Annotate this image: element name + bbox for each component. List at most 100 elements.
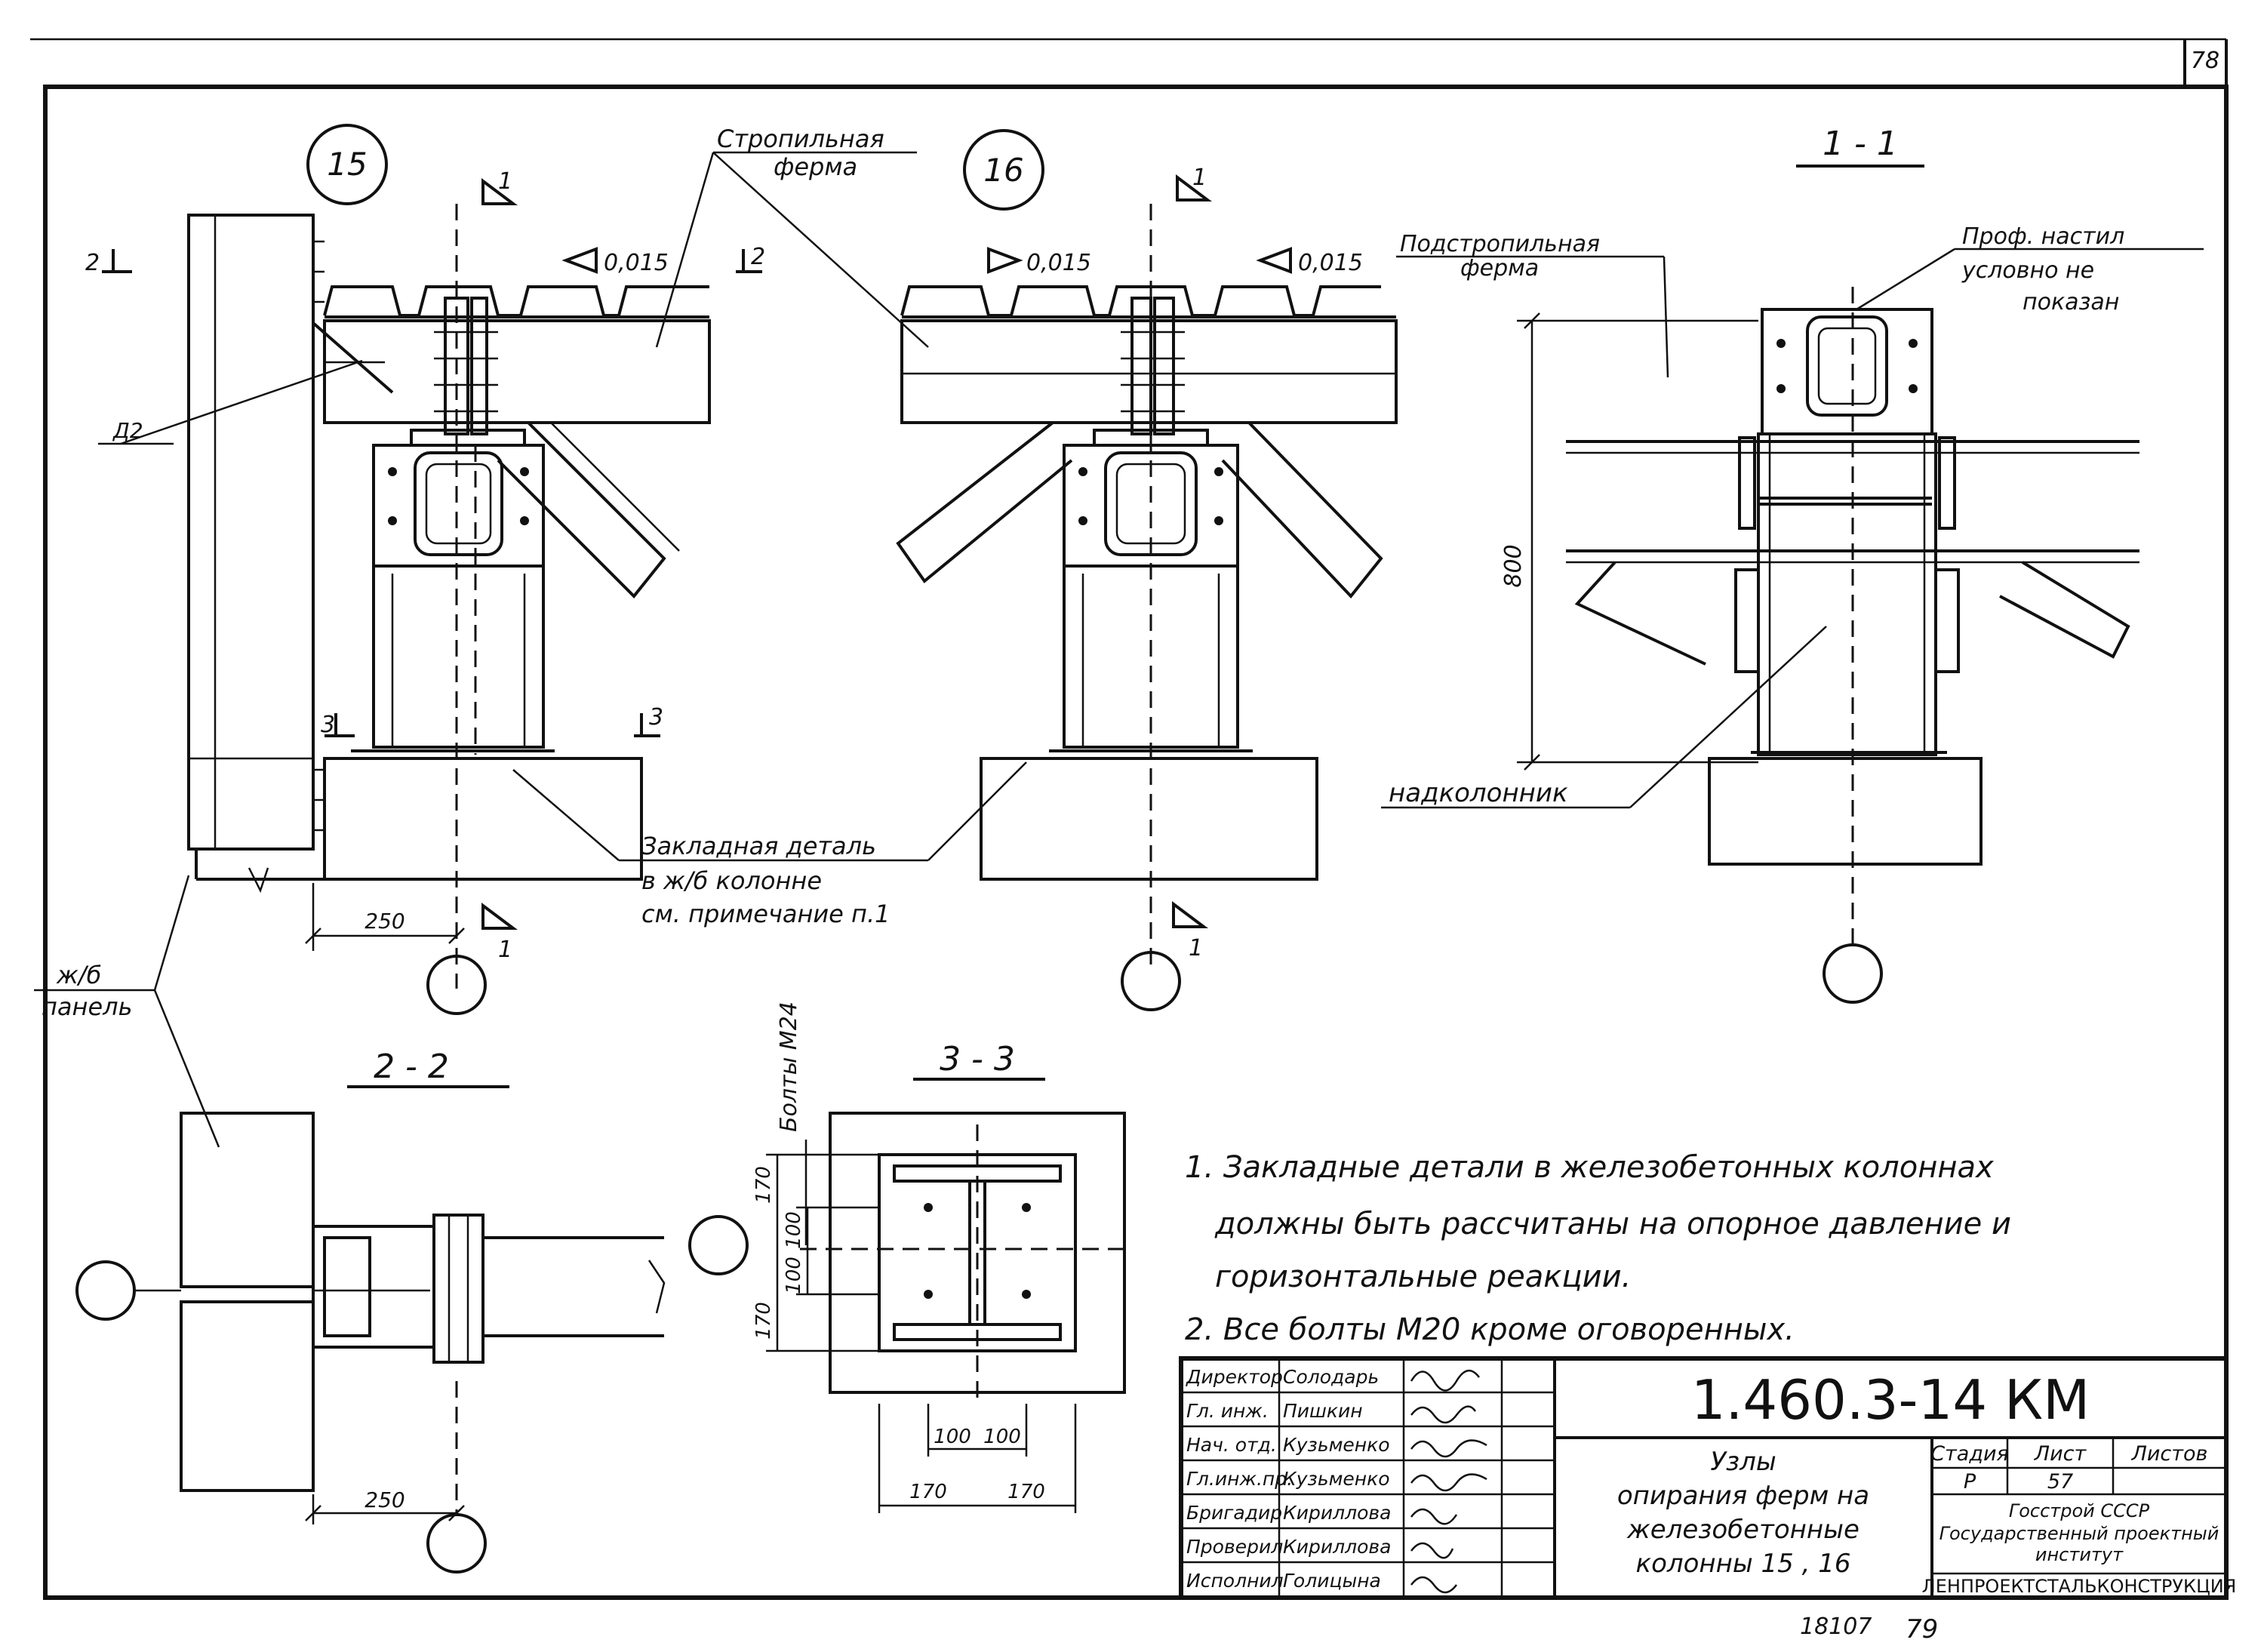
svg-text:Листов: Листов (2131, 1442, 2208, 1466)
svg-text:железобетонные: железобетонные (1626, 1515, 1859, 1545)
svg-text:Закладная деталь: Закладная деталь (641, 832, 876, 860)
svg-text:1: 1 (1192, 165, 1207, 191)
svg-text:2: 2 (751, 244, 765, 270)
svg-text:100: 100 (783, 1211, 805, 1249)
svg-text:0,015: 0,015 (604, 250, 669, 276)
svg-text:показан: показан (2023, 289, 2119, 315)
svg-text:0,015: 0,015 (1298, 250, 1363, 276)
rc-panel (187, 214, 315, 851)
svg-text:Стропильная: Стропильная (717, 125, 884, 153)
roof-deck-16 (900, 285, 1381, 317)
svg-text:Государственный проектный: Государственный проектный (1939, 1523, 2219, 1544)
column-1-1 (1757, 432, 1937, 756)
svg-text:ж/б: ж/б (56, 961, 101, 989)
svg-text:170: 170 (752, 1166, 775, 1204)
signatures (1410, 1370, 1487, 1594)
embedded-part-label: Закладная деталь в ж/б колонне см. приме… (512, 761, 1027, 928)
svg-text:в ж/б колонне: в ж/б колонне (641, 866, 822, 895)
svg-text:см. примечание п.1: см. примечание п.1 (641, 900, 890, 928)
svg-text:условно не: условно не (1961, 257, 2094, 284)
truss-top-chord-16 (900, 319, 1398, 424)
drawing-title: Узлы опирания ферм на железобетонные кол… (1617, 1447, 1869, 1579)
svg-text:Подстропильная: Подстропильная (1400, 231, 1600, 257)
truss-top-chord (323, 319, 711, 424)
svg-text:Пишкин: Пишкин (1283, 1400, 1363, 1422)
note-line-3: горизонтальные реакции. (1215, 1260, 1631, 1294)
svg-text:16: 16 (983, 152, 1023, 189)
svg-text:170: 170 (752, 1302, 775, 1340)
svg-text:колонны 15 , 16: колонны 15 , 16 (1636, 1549, 1851, 1579)
svg-text:1: 1 (498, 937, 512, 963)
drawing-code: 1.460.3-14 КМ (1691, 1368, 2090, 1432)
rafter-truss-label: Стропильная ферма (655, 125, 929, 348)
svg-text:57: 57 (2047, 1470, 2073, 1494)
svg-text:1: 1 (498, 168, 512, 195)
axis-bubble-15 (426, 955, 487, 1015)
svg-text:Кириллова: Кириллова (1283, 1502, 1391, 1524)
truss-diagonal (497, 421, 666, 598)
section-3-3: 3 - 3 Болты М24 170 100 100 170 (688, 1001, 1132, 1513)
section-2-2: 2 - 2 250 (75, 1047, 666, 1574)
svg-text:Стадия: Стадия (1930, 1442, 2009, 1466)
svg-text:Кузьменко: Кузьменко (1283, 1434, 1390, 1456)
page-number: 78 (2191, 48, 2219, 74)
svg-text:Солодарь: Солодарь (1283, 1366, 1379, 1388)
rc-column-top-16 (980, 757, 1318, 881)
svg-text:Госстрой СССР: Госстрой СССР (2009, 1500, 2150, 1521)
svg-text:Д2: Д2 (112, 418, 143, 443)
svg-text:институт: институт (2035, 1544, 2124, 1565)
axis-bubble-1-1 (1823, 943, 1883, 1004)
svg-text:100: 100 (934, 1426, 971, 1448)
svg-text:2: 2 (85, 250, 100, 276)
note-line-4: 2. Все болты М20 кроме оговоренных. (1185, 1312, 1795, 1347)
svg-text:Узлы: Узлы (1710, 1447, 1776, 1477)
archive-number: 18107 (1800, 1614, 1872, 1640)
svg-text:опирания ферм на: опирания ферм на (1617, 1481, 1869, 1511)
detail-mark-15 (306, 124, 388, 205)
section-1-1-title: 1 - 1 (1823, 125, 1898, 163)
svg-text:Проф. настил: Проф. настил (1962, 223, 2124, 250)
org-name: ЛЕНПРОЕКТСТАЛЬКОНСТРУКЦИЯ (1922, 1576, 2237, 1597)
svg-text:3: 3 (649, 704, 663, 731)
svg-text:100: 100 (983, 1426, 1021, 1448)
svg-text:Болты М24: Болты М24 (776, 1001, 802, 1132)
svg-text:Нач. отд.: Нач. отд. (1186, 1434, 1277, 1456)
svg-text:Голицына: Голицына (1283, 1570, 1381, 1592)
svg-text:ферма: ферма (1460, 255, 1539, 281)
rc-column-top-15 (323, 757, 643, 881)
node-15-view: 15 (85, 124, 765, 1015)
svg-text:100: 100 (783, 1257, 805, 1294)
note-line-1: 1. Закладные детали в железобетонных кол… (1185, 1150, 1994, 1185)
svg-text:Бригадир: Бригадир (1186, 1502, 1282, 1524)
title-block: Директор Солодарь Гл. инж. Пишкин Нач. о… (1179, 1356, 2237, 1600)
svg-text:250: 250 (365, 1487, 405, 1512)
svg-text:Р: Р (1964, 1470, 1976, 1494)
column-head-15 (372, 444, 545, 749)
svg-text:Гл. инж.: Гл. инж. (1186, 1400, 1269, 1422)
sheet-border (43, 85, 2229, 1600)
svg-text:3: 3 (321, 712, 335, 738)
rc-panel-label: ж/б панель (34, 875, 220, 1148)
notes: 1. Закладные детали в железобетонных кол… (1185, 1150, 2011, 1347)
roof-deck (323, 285, 709, 317)
svg-text:Проверил: Проверил (1186, 1536, 1283, 1558)
svg-text:250: 250 (365, 909, 405, 934)
svg-text:800: 800 (1500, 544, 1527, 587)
svg-text:панель: панель (42, 992, 132, 1021)
svg-text:Гл.инж.пр.: Гл.инж.пр. (1186, 1468, 1293, 1490)
detail-mark-15-label: 15 (327, 146, 367, 183)
svg-text:Лист: Лист (2034, 1442, 2087, 1466)
svg-text:Кузьменко: Кузьменко (1283, 1468, 1390, 1490)
svg-text:1: 1 (1189, 935, 1203, 961)
note-line-2: должны быть рассчитаны на опорное давлен… (1214, 1207, 2011, 1241)
svg-text:170: 170 (909, 1481, 947, 1503)
svg-text:0,015: 0,015 (1026, 250, 1091, 276)
node-16-view: 16 1 1 0,015 (896, 129, 1398, 1011)
svg-text:Кириллова: Кириллова (1283, 1536, 1391, 1558)
section-3-3-title: 3 - 3 (940, 1040, 1015, 1078)
svg-text:надколонник: надколонник (1389, 778, 1568, 808)
svg-text:Исполнил: Исполнил (1186, 1570, 1284, 1592)
axis-bubble-16 (1121, 951, 1181, 1011)
svg-text:ферма: ферма (774, 152, 857, 181)
